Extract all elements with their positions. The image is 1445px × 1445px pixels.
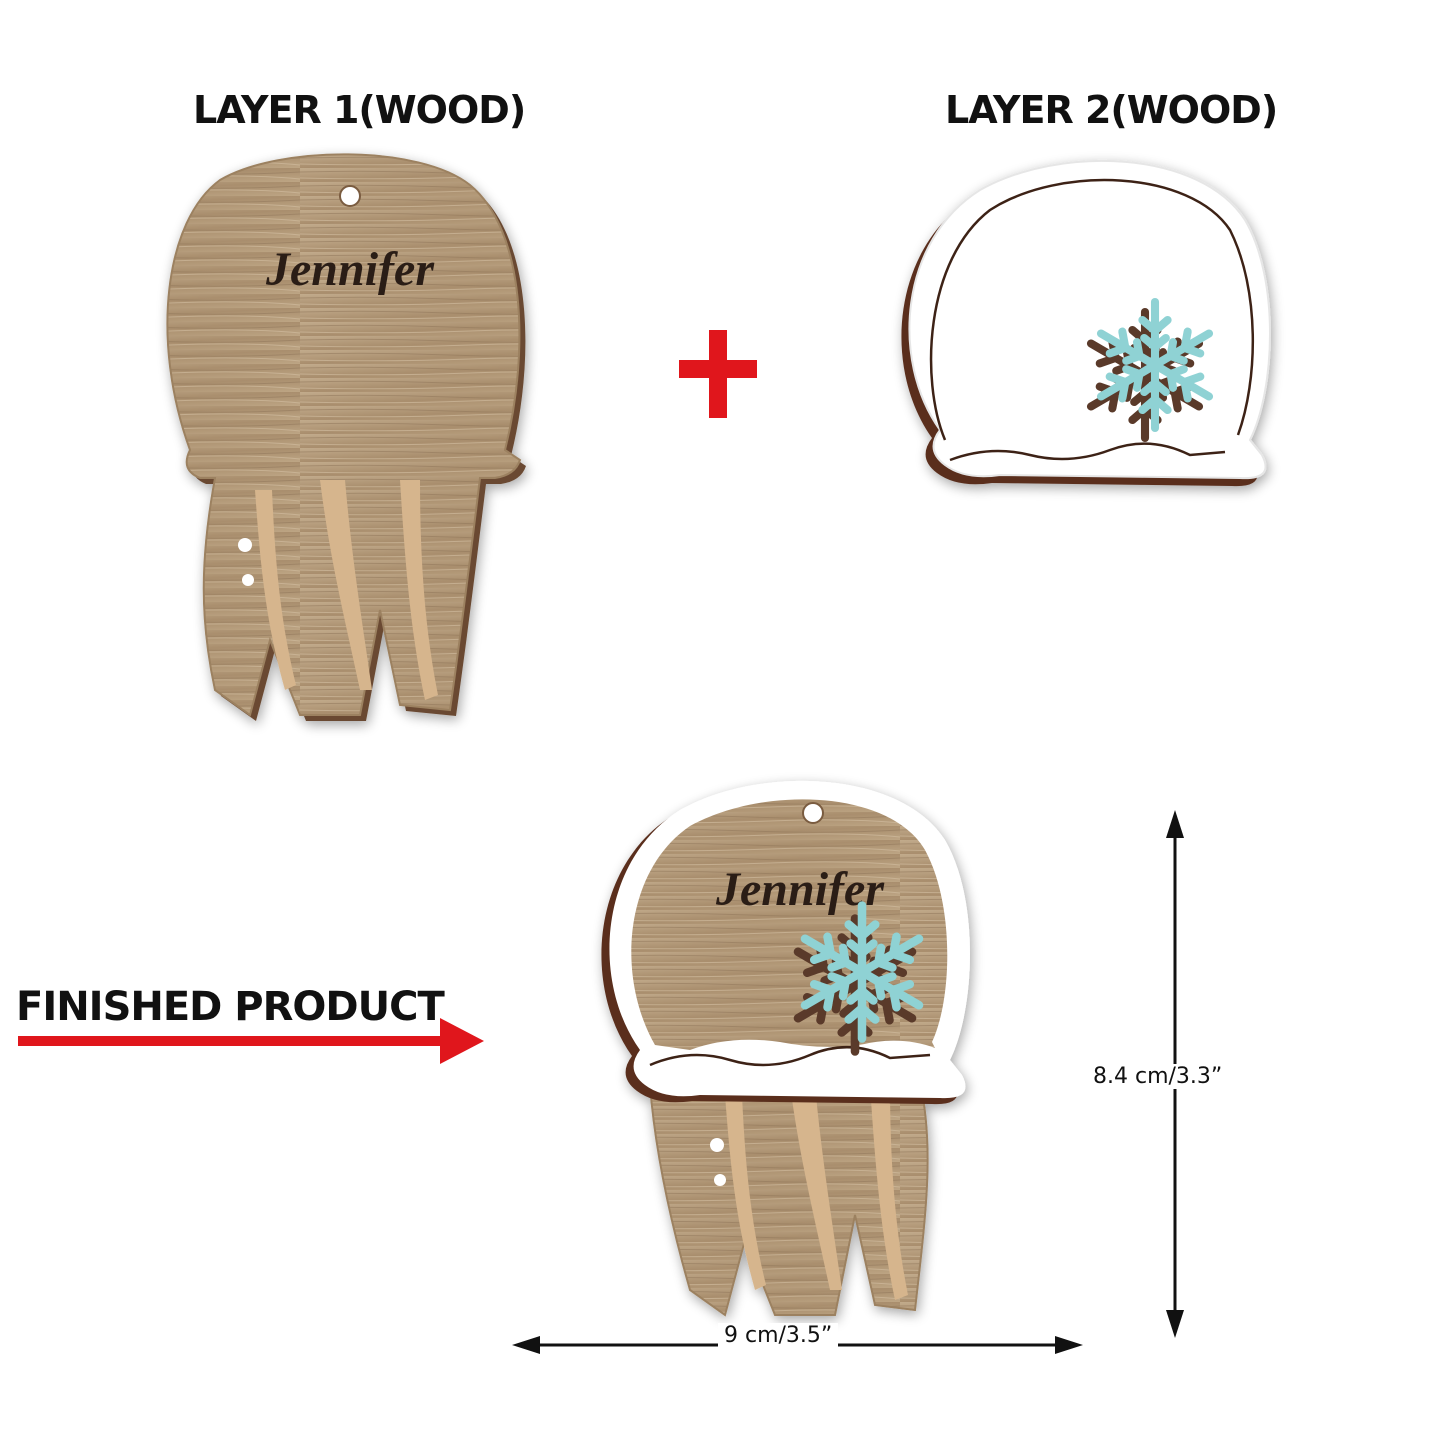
width-label: 9 cm/3.5”: [718, 1323, 839, 1348]
finished-product-title: FINISHED PRODUCT: [16, 984, 445, 1030]
arrow-right-icon: [18, 1018, 484, 1064]
layer1-title: LAYER 1(WOOD): [193, 88, 526, 132]
plus-icon: [679, 330, 757, 418]
finished-ornament: [601, 780, 970, 1317]
layer2-title: LAYER 2(WOOD): [945, 88, 1278, 132]
layer1-name-engraving: Jennifer: [265, 243, 435, 296]
layer2-ornament: [901, 159, 1271, 487]
height-label: 8.4 cm/3.3”: [1087, 1064, 1229, 1089]
finished-name-engraving: Jennifer: [715, 863, 885, 916]
layer1-ornament: [166, 153, 526, 721]
